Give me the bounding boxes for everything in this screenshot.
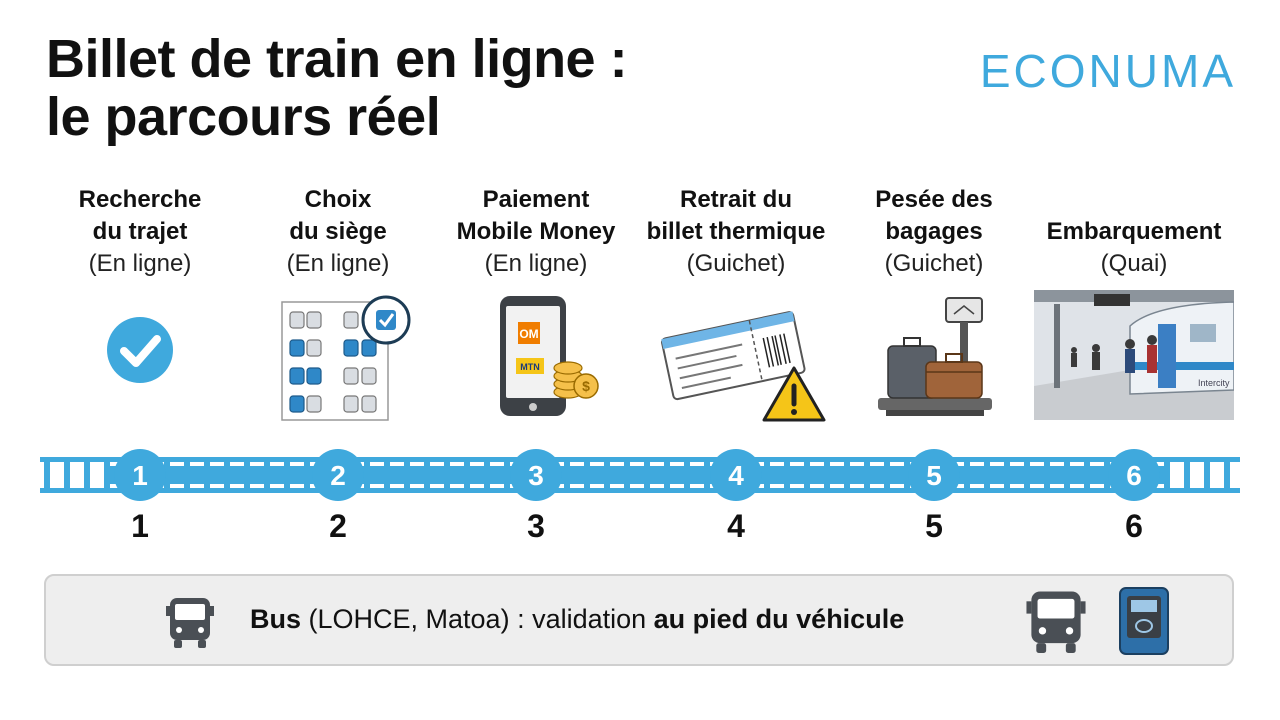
- step-1: Recherche du trajet (En ligne): [40, 184, 240, 383]
- track-tie: [1204, 457, 1210, 493]
- track-tie: [1184, 457, 1190, 493]
- step-label: Paiement Mobile Money: [456, 186, 616, 245]
- timeline-node-6: 6: [1108, 449, 1160, 501]
- bus-note-part1: Bus: [250, 604, 302, 634]
- track-tie: [44, 457, 50, 493]
- step-label: Recherche du trajet: [78, 186, 202, 245]
- step-label: Embarquement: [1046, 218, 1222, 245]
- luggage-scale-icon: [878, 297, 992, 416]
- timeline-node-label: 5: [926, 460, 942, 491]
- step-place: (Guichet): [686, 250, 786, 277]
- track-tie: [1224, 457, 1230, 493]
- title-line-2: le parcours réel: [46, 87, 441, 147]
- step-number-1: 1: [131, 508, 149, 544]
- bus-note-part2: (LOHCE, Matoa) : validation: [301, 604, 654, 634]
- step-3: Paiement Mobile Money (En ligne) OM MTN …: [436, 184, 636, 416]
- step-place: (En ligne): [286, 250, 390, 277]
- step-2: Choix du siège (En ligne): [238, 184, 438, 421]
- step-label: Pesée des bagages: [875, 186, 993, 245]
- page-title: Billet de train en ligne : le parcours r…: [46, 29, 628, 147]
- timeline-node-label: 3: [528, 460, 544, 491]
- brand-logo: ECONUMA: [979, 45, 1236, 97]
- step-place: (En ligne): [88, 250, 192, 277]
- step-number-2: 2: [329, 508, 347, 544]
- train-platform-icon: Intercity: [1034, 290, 1234, 420]
- timeline-node-5: 5: [908, 449, 960, 501]
- track-tie: [104, 457, 110, 493]
- svg-text:$: $: [582, 378, 590, 394]
- step-number-5: 5: [925, 508, 943, 544]
- step-number-3: 3: [527, 508, 545, 544]
- check-circle-icon: [107, 317, 173, 383]
- bus-note-text: Bus (LOHCE, Matoa) : validation au pied …: [250, 604, 904, 635]
- timeline-node-label: 1: [132, 460, 148, 491]
- mtn-logo: MTN: [520, 362, 540, 372]
- step-place: (Quai): [1100, 250, 1168, 277]
- timeline-node-4: 4: [710, 449, 762, 501]
- bus-icon: [166, 598, 214, 648]
- card-validator-icon: [1119, 587, 1169, 655]
- step-6: Embarquement (Quai) Intercity: [1034, 184, 1234, 420]
- thermal-ticket-warning-icon: [661, 311, 826, 422]
- track-tie: [84, 457, 90, 493]
- step-number-6: 6: [1125, 508, 1143, 544]
- timeline-node-label: 2: [330, 460, 346, 491]
- timeline-node-layer: 1 2 3 4 5 6: [114, 449, 1160, 501]
- title-line-1: Billet de train en ligne :: [46, 29, 628, 89]
- timeline-node-label: 4: [728, 460, 744, 491]
- step-place: (En ligne): [484, 250, 588, 277]
- track-tie: [64, 457, 70, 493]
- step-number-4: 4: [727, 508, 745, 544]
- timeline-node-1: 1: [114, 449, 166, 501]
- seat-map-icon: [281, 295, 411, 421]
- timeline-node-2: 2: [312, 449, 364, 501]
- step-place: (Guichet): [884, 250, 984, 277]
- mobile-payment-icon: OM MTN $: [500, 296, 599, 416]
- step-4: Retrait du billet thermique (Guichet): [636, 184, 836, 422]
- step-5: Pesée des bagages (Guichet): [834, 184, 1034, 416]
- train-label: Intercity: [1198, 378, 1230, 388]
- step-label: Choix du siège: [289, 186, 387, 245]
- timeline-node-3: 3: [510, 449, 562, 501]
- bus-note-box: Bus (LOHCE, Matoa) : validation au pied …: [44, 574, 1234, 666]
- step-label: Retrait du billet thermique: [646, 186, 826, 245]
- bus-note-part3: au pied du véhicule: [653, 604, 905, 634]
- timeline-node-label: 6: [1126, 460, 1142, 491]
- bus-icon: [1026, 591, 1086, 653]
- orange-money-logo: OM: [519, 327, 538, 341]
